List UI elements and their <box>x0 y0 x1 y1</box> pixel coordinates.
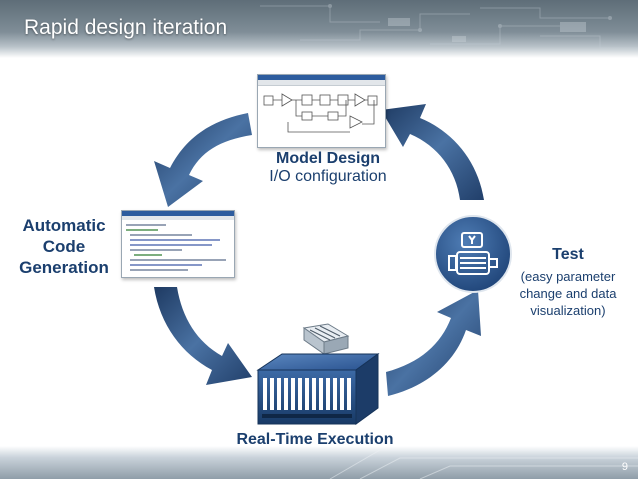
realtime-label: Real-Time Execution <box>210 431 420 449</box>
model-diagram-icon <box>257 74 386 148</box>
model-design-subtext: I/O configuration <box>269 168 387 185</box>
test-subtext: (easy parameter change and data visualiz… <box>519 269 617 318</box>
footer-band: 9 <box>0 446 638 479</box>
test-heading: Test <box>552 246 584 263</box>
model-design-heading: Model Design <box>275 150 380 167</box>
code-generation-line-3: Generation <box>19 258 109 277</box>
code-editor-icon <box>121 210 235 278</box>
editor-titlebar <box>122 211 234 216</box>
arrow-code-to-realtime <box>154 287 252 385</box>
block-diagram <box>263 93 378 133</box>
arrow-model-to-code <box>154 113 252 207</box>
circuit-board-pattern <box>260 4 638 51</box>
slide-title: Rapid design iteration <box>24 16 228 39</box>
test-motor-icon <box>434 215 512 293</box>
realtime-heading: Real-Time Execution <box>236 431 394 448</box>
code-generation-line-1: Automatic <box>22 216 106 235</box>
arrow-test-to-model <box>381 104 484 200</box>
editor-menubar <box>122 216 234 220</box>
window-titlebar <box>258 75 385 80</box>
page-number: 9 <box>621 461 628 473</box>
model-design-label: Model Design I/O configuration <box>255 150 401 186</box>
code-generation-label: Automatic Code Generation <box>10 215 118 278</box>
test-label: Test (easy parameter change and data vis… <box>506 246 630 319</box>
code-generation-line-2: Code <box>42 237 86 256</box>
window-menubar <box>258 80 385 86</box>
code-lines <box>126 224 226 271</box>
arrow-realtime-to-test <box>386 290 481 396</box>
title-banner: Rapid design iteration <box>0 0 638 58</box>
footer-stripes <box>329 449 638 479</box>
realtime-target-icon <box>256 323 380 425</box>
